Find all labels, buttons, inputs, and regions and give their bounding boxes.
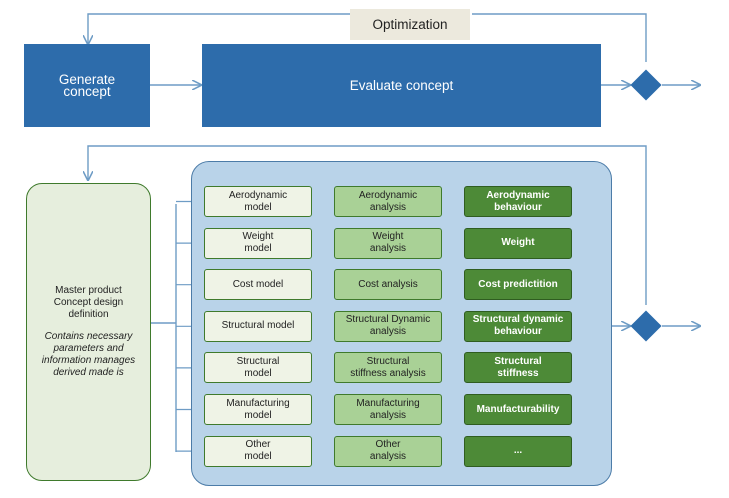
- row-2-result-box: Cost predictition: [464, 269, 572, 301]
- row-6-result-text: ...: [513, 445, 523, 457]
- row-6-result-box: ...: [464, 435, 572, 467]
- row-4-model-text: Structural model: [236, 355, 280, 379]
- row-4-result-text: Structural stiffness: [494, 355, 542, 379]
- row-5-result-box: Manufacturability: [464, 394, 572, 425]
- row-1-result-box: Weight: [464, 227, 572, 259]
- row-4-result-box: Structural stiffness: [464, 352, 572, 384]
- row-3-model-box: Structural model: [204, 310, 312, 342]
- row-5-analysis-box: Manufacturing analysis: [334, 394, 442, 425]
- master-title: Master product Concept design definition: [53, 285, 124, 320]
- row-6-analysis-text: Other analysis: [369, 439, 407, 463]
- row-5-model-box: Manufacturing model: [204, 394, 312, 425]
- row-3-analysis-box: Structural Dynamic analysis: [334, 310, 442, 342]
- row-6-model-box: Other model: [204, 435, 312, 467]
- evaluate-concept-box: Evaluate concept: [202, 44, 601, 127]
- row-0-analysis-box: Aerodynamic analysis: [334, 186, 442, 217]
- evaluate-concept-text: Evaluate concept: [349, 77, 454, 93]
- row-2-model-text: Cost model: [232, 278, 284, 290]
- row-1-model-box: Weight model: [204, 227, 312, 259]
- row-1-model-text: Weight model: [242, 231, 274, 255]
- row-0-analysis-text: Aerodynamic analysis: [358, 189, 418, 213]
- row-4-analysis-text: Structural stiffness analysis: [350, 355, 426, 379]
- row-2-result-text: Cost predictition: [478, 278, 558, 290]
- optimization-text: Optimization: [372, 16, 448, 32]
- row-0-result-box: Aerodynamic behaviour: [464, 186, 572, 217]
- row-0-model-text: Aerodynamic model: [228, 189, 288, 213]
- row-2-model-box: Cost model: [204, 269, 312, 301]
- row-6-analysis-box: Other analysis: [334, 435, 442, 467]
- generate-concept-box: Generate concept: [24, 44, 150, 127]
- row-3-analysis-text: Structural Dynamic analysis: [345, 314, 431, 338]
- optimization-loop-arrow: [88, 13, 647, 62]
- row-1-result-text: Weight: [501, 237, 535, 249]
- row-5-result-text: Manufacturability: [476, 403, 560, 415]
- row-3-result-box: Structural dynamic behaviour: [464, 310, 572, 342]
- row-2-analysis-box: Cost analysis: [334, 269, 442, 301]
- generate-concept-text: Generate concept: [58, 71, 116, 99]
- master-product-box: Master product Concept design definition…: [26, 183, 151, 481]
- row-4-model-box: Structural model: [204, 352, 312, 384]
- row-5-analysis-text: Manufacturing analysis: [356, 397, 420, 421]
- row-4-analysis-box: Structural stiffness analysis: [334, 352, 442, 384]
- row-0-result-text: Aerodynamic behaviour: [486, 189, 550, 213]
- row-3-result-text: Structural dynamic behaviour: [472, 314, 564, 338]
- row-1-analysis-box: Weight analysis: [334, 227, 442, 259]
- row-2-analysis-text: Cost analysis: [358, 278, 418, 290]
- row-1-analysis-text: Weight analysis: [369, 231, 407, 255]
- row-0-model-box: Aerodynamic model: [204, 186, 312, 217]
- row-5-model-text: Manufacturing model: [226, 397, 290, 421]
- bottom-loop-arrow: [88, 145, 647, 305]
- row-3-model-text: Structural model: [221, 320, 295, 332]
- optimization-label: Optimization: [350, 9, 470, 40]
- master-note: Contains necessary parameters and inform…: [41, 331, 136, 378]
- row-6-model-text: Other model: [244, 439, 272, 463]
